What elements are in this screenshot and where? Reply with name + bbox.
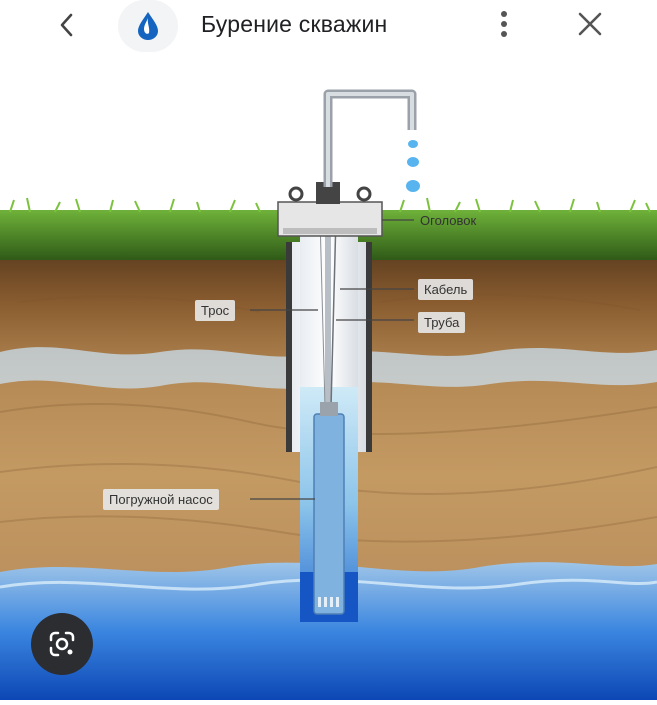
label-pipe: Труба — [418, 312, 466, 333]
label-rope: Трос — [195, 300, 236, 321]
well-illustration — [0, 52, 657, 700]
chevron-left-icon — [60, 13, 73, 37]
google-lens-icon — [49, 631, 75, 657]
water-drops — [406, 140, 420, 192]
aquifer-water — [0, 562, 657, 700]
top-app-bar: Бурение скважин — [0, 0, 657, 52]
page-title: Бурение скважин — [201, 11, 388, 37]
site-logo[interactable] — [118, 0, 178, 52]
close-button[interactable] — [571, 6, 609, 42]
back-button[interactable] — [50, 8, 84, 42]
label-pump: Погружной насос — [103, 489, 219, 510]
more-options-button[interactable] — [488, 6, 520, 42]
water-drop-logo-icon — [138, 12, 158, 40]
rope-line — [319, 216, 326, 408]
cable-line — [330, 216, 337, 408]
close-icon — [578, 12, 602, 36]
more-vert-icon — [501, 11, 507, 37]
well-diagram: Оголовок Кабель Трос Труба Погружной нас… — [0, 52, 657, 700]
submersible-pump — [313, 413, 345, 615]
label-cable: Кабель — [418, 279, 474, 300]
label-head: Оголовок — [420, 213, 477, 228]
lens-search-button[interactable] — [31, 613, 93, 675]
